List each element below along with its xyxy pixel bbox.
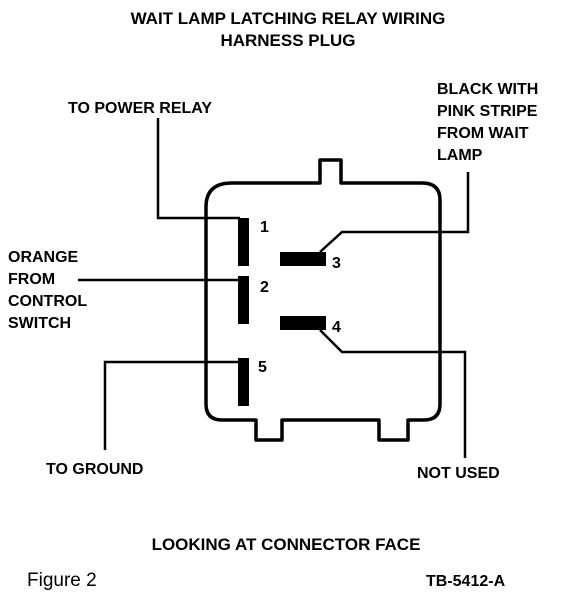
label-black-pink-3: FROM WAIT [437,125,529,142]
label-black-pink-4: LAMP [437,147,483,164]
caption-connector-face: LOOKING AT CONNECTOR FACE [152,535,421,554]
leader-power-relay [156,118,240,220]
title-line-1: WAIT LAMP LATCHING RELAY WIRING [131,9,446,28]
terminal-3 [280,252,326,266]
connector-outline [204,158,442,442]
terminal-1 [238,218,249,266]
pin-3-label: 3 [332,255,341,272]
title-line-2: HARNESS PLUG [220,31,355,50]
leader-not-used [319,329,467,458]
label-to-power-relay: TO POWER RELAY [68,100,212,117]
label-to-ground: TO GROUND [46,461,143,478]
terminal-5 [238,358,249,406]
label-black-pink-2: PINK STRIPE [437,103,538,120]
figure-label: Figure 2 [27,570,97,591]
label-orange-2: FROM [8,271,55,288]
label-orange-4: SWITCH [8,315,71,332]
terminal-4 [280,316,326,330]
label-black-pink-1: BLACK WITH [437,81,538,98]
leader-ground [103,360,240,450]
terminal-2 [238,276,249,324]
label-orange-3: CONTROL [8,293,87,310]
pin-1-label: 1 [260,219,269,236]
label-not-used: NOT USED [417,465,500,482]
pin-4-label: 4 [332,319,341,336]
label-orange-1: ORANGE [8,249,79,266]
pin-5-label: 5 [258,359,267,376]
reference-code: TB-5412-A [426,573,506,590]
pin-2-label: 2 [260,279,269,296]
leader-black-pink [319,172,470,253]
